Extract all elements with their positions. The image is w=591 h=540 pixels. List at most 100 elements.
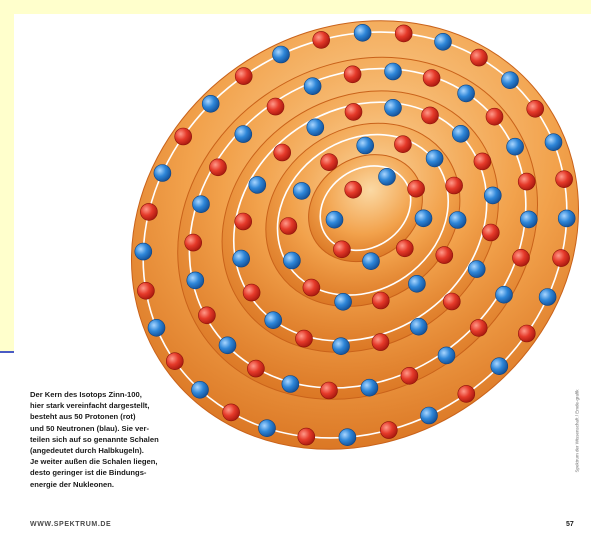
neutron [361,379,378,396]
neutron [233,250,250,267]
proton [372,334,389,351]
proton [243,284,260,301]
proton [422,107,439,124]
proton [198,307,215,324]
proton [486,108,503,125]
neutron [304,78,321,95]
proton [395,25,412,42]
neutron [148,319,165,336]
neutron [219,337,236,354]
proton [267,98,284,115]
neutron [282,376,299,393]
neutron [539,289,556,306]
proton [345,181,362,198]
neutron [458,85,475,102]
footer-url[interactable]: WWW.SPEKTRUM.DE [30,521,111,528]
proton [518,325,535,342]
proton [518,173,535,190]
neutron [410,318,427,335]
page-number: 57 [566,521,574,528]
neutron [452,125,469,142]
proton [223,404,240,421]
neutron [259,420,276,437]
proton [380,422,397,439]
proton [321,382,338,399]
neutron [307,119,324,136]
neutron [339,429,356,446]
neutron [496,286,513,303]
neutron [335,293,352,310]
neutron [484,187,501,204]
proton [298,428,315,445]
proton [423,70,440,87]
proton [396,240,413,257]
neutron [283,252,300,269]
proton [470,319,487,336]
neutron [235,126,252,143]
proton [474,153,491,170]
proton [553,250,570,267]
neutron [379,168,396,185]
proton [556,171,573,188]
neutron [354,24,371,41]
neutron [449,212,466,229]
proton [527,100,544,117]
neutron [293,182,310,199]
neutron [249,176,266,193]
neutron [435,33,452,50]
neutron [193,196,210,213]
neutron [333,338,350,355]
proton [513,249,530,266]
proton [137,282,154,299]
neutron [507,138,524,155]
proton [458,385,475,402]
proton [408,180,425,197]
proton [482,224,499,241]
proton [372,292,389,309]
proton [235,213,252,230]
neutron [273,46,290,63]
neutron [265,312,282,329]
figure-caption: Der Kern des Isotops Zinn-100, hier star… [30,389,220,490]
neutron [202,95,219,112]
proton [210,159,227,176]
neutron [520,211,537,228]
neutron [357,137,374,154]
proton [401,367,418,384]
neutron [154,165,171,182]
proton [313,31,330,48]
proton [394,136,411,153]
image-credit: Spektrum der Wissenschaft / Emde-grafik [575,393,580,473]
neutron [502,72,519,89]
neutron [408,275,425,292]
neutron [438,347,455,364]
proton [333,241,350,258]
neutron [385,99,402,116]
proton [345,103,362,120]
neutron [415,210,432,227]
proton [344,66,361,83]
neutron [421,407,438,424]
proton [247,360,264,377]
neutron [187,272,204,289]
proton [140,203,157,220]
proton [185,234,202,251]
proton [321,154,338,171]
neutron [468,261,485,278]
neutron [363,253,380,270]
neutron [135,243,152,260]
proton [303,279,320,296]
neutron [326,211,343,228]
proton [470,49,487,66]
proton [280,218,297,235]
neutron [385,63,402,80]
proton [175,128,192,145]
proton [235,68,252,85]
proton [274,144,291,161]
neutron [545,134,562,151]
neutron [558,210,575,227]
neutron [426,150,443,167]
neutron [491,358,508,375]
proton [296,330,313,347]
proton [436,247,453,264]
